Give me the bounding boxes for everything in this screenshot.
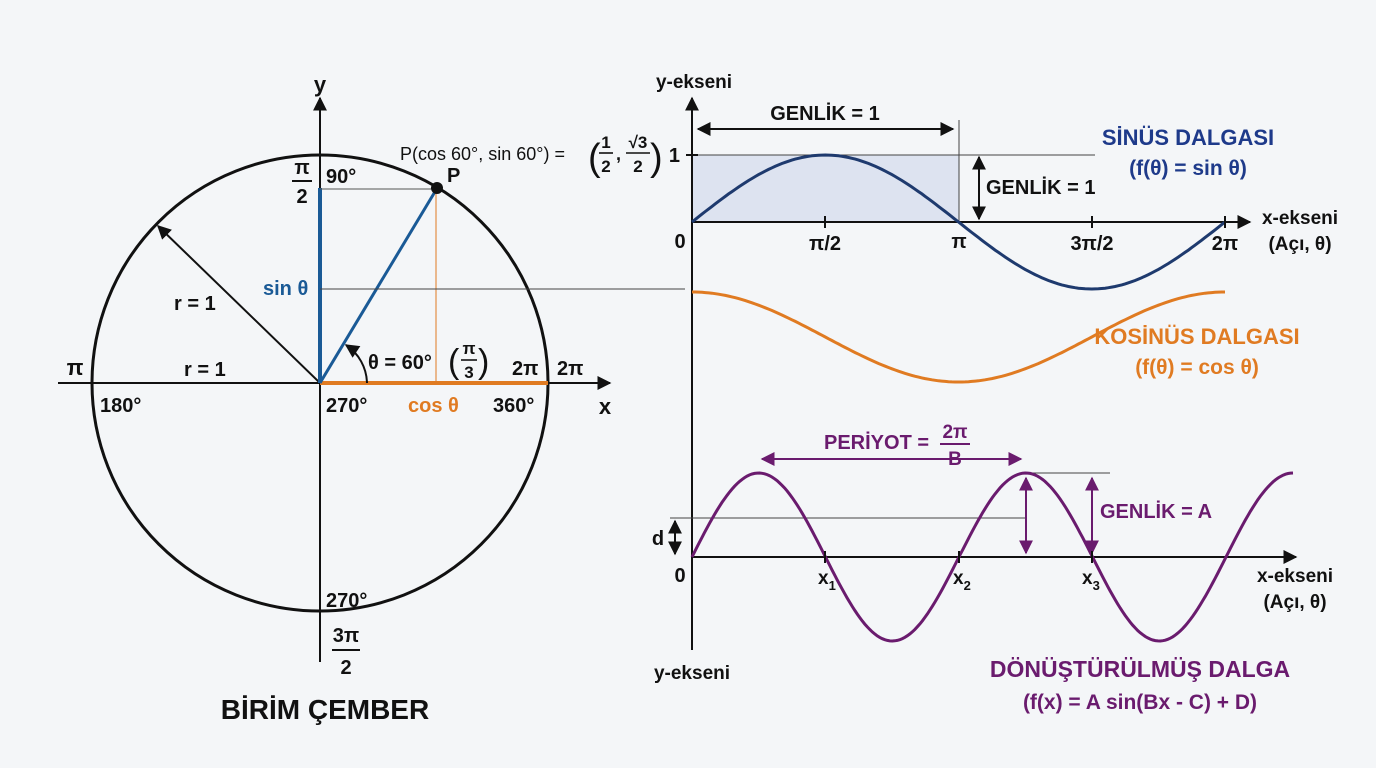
frac-half-den: 2 (601, 157, 610, 176)
frac-close-paren: ) (650, 137, 663, 179)
period-frac-num: 2π (942, 422, 968, 443)
frac-open-paren: ( (588, 137, 601, 179)
radius-arrow (156, 225, 321, 384)
point-p-label: P (447, 165, 460, 187)
unit-circle-panel: y x π 180° r = 1 r = 1 π 2 90° P(cos 60°… (58, 72, 685, 725)
tick-label-pi-half: π/2 (809, 233, 841, 255)
amplitude-side-label: GENLİK = 1 (986, 176, 1095, 199)
tick-label-pi: π (951, 231, 966, 253)
frac-half-num: 1 (601, 133, 610, 152)
amplitude-a-label: GENLİK = A (1100, 500, 1212, 523)
transformed-x-axis-sublabel: (Açı, θ) (1263, 592, 1326, 613)
sine-y-axis-label: y-ekseni (656, 72, 732, 93)
three-pi-half-num: 3π (333, 625, 359, 647)
x3-sub: 3 (1093, 578, 1100, 593)
cosine-wave-title: KOSİNÜS DALGASI (1094, 324, 1299, 349)
theta-label: θ = 60° (368, 352, 432, 374)
transformed-x-axis-label: x-ekseni (1257, 566, 1333, 587)
axis-x-label: x (599, 394, 612, 419)
period-frac-den: B (948, 449, 962, 470)
unit-circle-title: BİRİM ÇEMBER (221, 694, 429, 725)
x1-label: x1 (818, 568, 836, 593)
transformed-y-axis-label: y-ekseni (654, 663, 730, 684)
cosine-graph-panel: KOSİNÜS DALGASI (f(θ) = cos θ) (692, 290, 1300, 384)
theta-frac-den: 3 (464, 363, 473, 382)
pi-half-den: 2 (296, 186, 307, 208)
amplitude-shade (692, 155, 959, 222)
sine-x-axis-sublabel: (Açı, θ) (1268, 234, 1331, 255)
two-pi-label-a: 2π (512, 358, 538, 380)
frac-sqrt-den: 2 (633, 157, 642, 176)
x1-main: x (818, 568, 829, 589)
frac-sqrt-num: √3 (629, 133, 648, 152)
deg-90-label: 90° (326, 166, 356, 188)
tick-label-3pi-half: 3π/2 (1070, 233, 1113, 255)
radius-to-p (318, 189, 438, 384)
left-pi-label: π (67, 355, 84, 380)
theta-open-paren: ( (448, 343, 460, 381)
amplitude-top-label: GENLİK = 1 (770, 102, 879, 125)
transformed-wave-title: DÖNÜŞTÜRÜLMÜŞ DALGA (990, 656, 1290, 682)
origin-deg-label: 270° (326, 395, 367, 417)
r-lower-label: r = 1 (184, 359, 226, 381)
x2-main: x (953, 568, 964, 589)
x1-sub: 1 (829, 578, 836, 593)
r-upper-label: r = 1 (174, 293, 216, 315)
axis-y-label: y (314, 72, 327, 97)
theta-frac-num: π (462, 339, 475, 358)
x2-label: x2 (953, 568, 971, 593)
sine-origin-label: 0 (674, 231, 685, 253)
sine-wave-title: SİNÜS DALGASI (1102, 125, 1274, 150)
point-coords-label: P(cos 60°, sin 60°) = (400, 144, 565, 164)
transformed-wave-formula: (f(x) = A sin(Bx - C) + D) (1023, 691, 1257, 714)
frac-comma: , (616, 144, 621, 164)
transformed-graph-panel: PERİYOT = 2π B GENLİK = A d 0 x1 x2 x3 x… (652, 422, 1333, 714)
bottom-deg-label: 270° (326, 590, 367, 612)
sine-graph-panel: y-ekseni GENLİK = 1 GENLİK = 1 1 0 π/2 π… (656, 72, 1338, 650)
two-pi-label-b: 2π (557, 358, 583, 380)
cosine-wave-formula: (f(θ) = cos θ) (1135, 356, 1259, 379)
d-label: d (652, 528, 664, 550)
three-pi-half-den: 2 (340, 657, 351, 679)
x3-main: x (1082, 568, 1093, 589)
point-p-dot (431, 182, 443, 194)
transformed-wave (690, 471, 1294, 643)
sine-x-axis-label: x-ekseni (1262, 208, 1338, 229)
tick-label-2pi: 2π (1212, 233, 1238, 255)
deg-360-label: 360° (493, 395, 534, 417)
period-label: PERİYOT = (824, 431, 929, 454)
transformed-origin-label: 0 (674, 565, 685, 587)
pi-half-num: π (294, 157, 309, 179)
x2-sub: 2 (964, 578, 971, 593)
sine-wave-formula: (f(θ) = sin θ) (1129, 157, 1247, 180)
theta-close-paren: ) (478, 343, 489, 381)
sine-wave (691, 153, 1226, 291)
theta-arc (344, 344, 368, 384)
cos-theta-label: cos θ (408, 395, 459, 417)
cosine-wave (692, 290, 1225, 384)
deg-180-label: 180° (100, 395, 141, 417)
tick-one-label: 1 (669, 145, 680, 167)
sin-theta-label: sin θ (263, 278, 308, 300)
x3-label: x3 (1082, 568, 1100, 593)
